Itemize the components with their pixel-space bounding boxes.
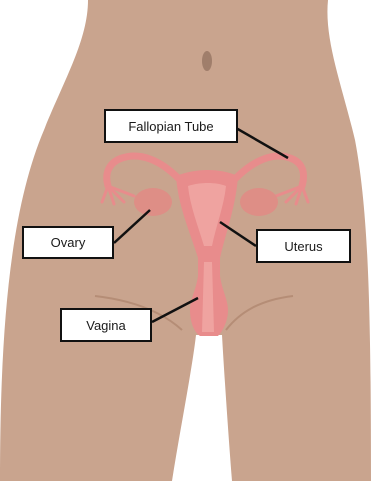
label-uterus-text: Uterus bbox=[284, 239, 322, 254]
label-uterus: Uterus bbox=[256, 229, 351, 263]
vaginal-canal bbox=[202, 262, 214, 332]
label-vagina-text: Vagina bbox=[86, 318, 126, 333]
label-ovary: Ovary bbox=[22, 226, 114, 259]
label-ovary-text: Ovary bbox=[51, 235, 86, 250]
label-vagina: Vagina bbox=[60, 308, 152, 342]
label-fallopian-tube: Fallopian Tube bbox=[104, 109, 238, 143]
ovary-left-shape bbox=[134, 188, 172, 216]
navel-mark bbox=[202, 51, 212, 71]
label-fallopian-tube-text: Fallopian Tube bbox=[128, 119, 213, 134]
ovary-right-shape bbox=[240, 188, 278, 216]
